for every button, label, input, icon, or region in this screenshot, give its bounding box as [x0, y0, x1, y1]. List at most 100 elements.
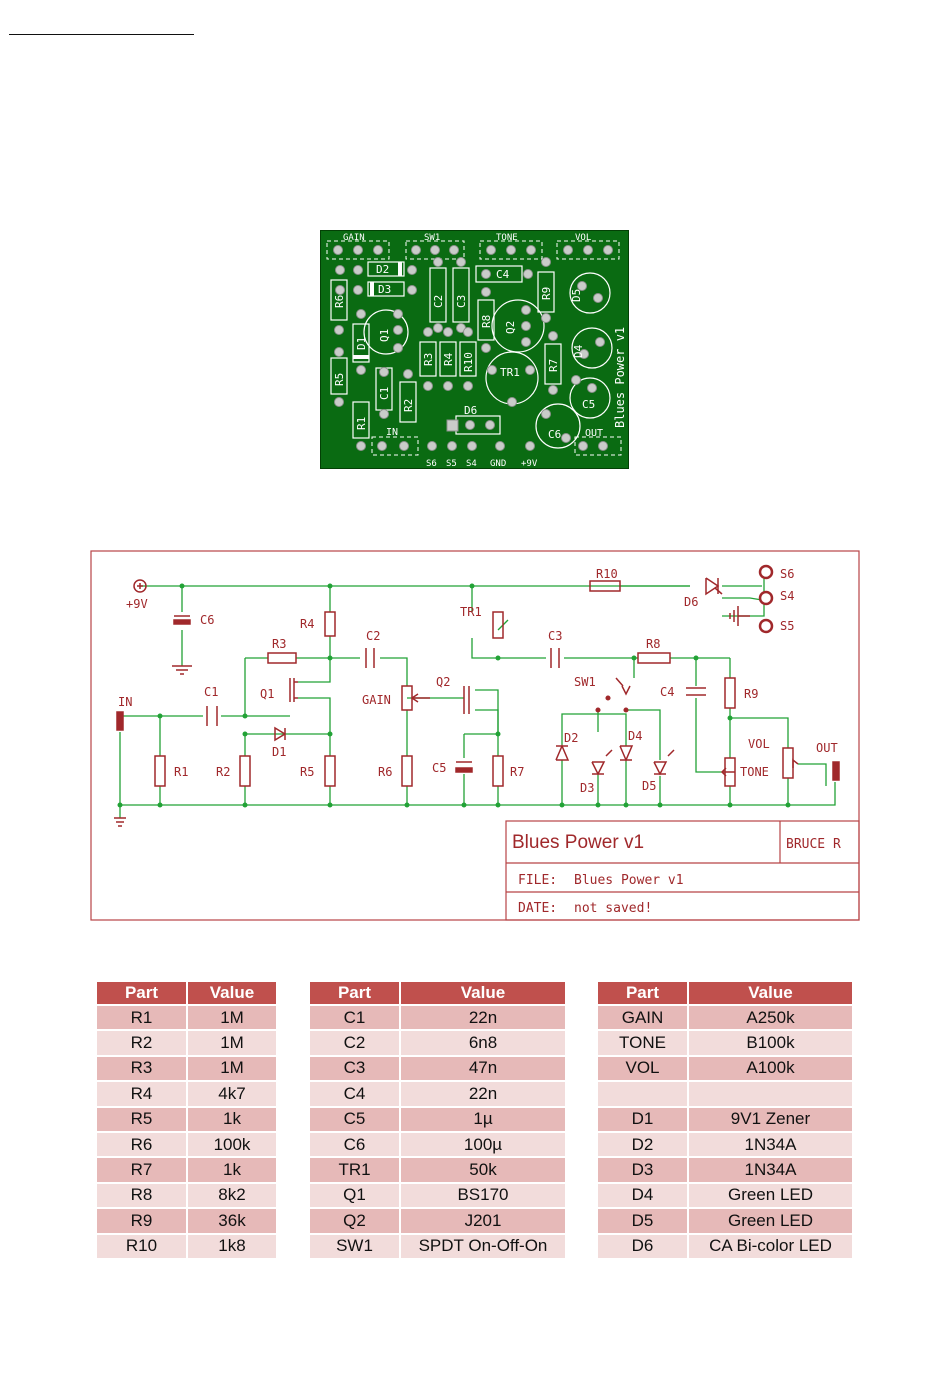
sch-label-r3: R3: [272, 637, 286, 651]
bom-value: 1µ: [401, 1107, 567, 1131]
bom-part: C4: [310, 1082, 401, 1106]
bom-part: C3: [310, 1056, 401, 1081]
bom-header-value: Value: [188, 982, 278, 1004]
bom-value: A250k: [689, 1006, 854, 1030]
pcb-board-title: Blues Power v1: [613, 327, 627, 428]
pcb-label-d3: D3: [378, 283, 391, 296]
pcb-label-vol: VOL: [575, 233, 591, 243]
sch-label-q2: Q2: [436, 675, 450, 689]
schematic-symbols: [114, 577, 840, 827]
bom-value: 6n8: [401, 1031, 567, 1055]
sch-label-q1: Q1: [260, 687, 274, 701]
bom-value: Green LED: [689, 1209, 854, 1233]
bom-part: D1: [598, 1107, 689, 1131]
bom-part: D5: [598, 1209, 689, 1233]
schematic-date-label: DATE:: [518, 901, 557, 916]
pcb-pad-9v: +9V: [521, 459, 538, 469]
sch-label-s5: S5: [780, 619, 794, 633]
pcb-labels: GAIN SW1 TONE VOL D2 D3 R6 D1 Q1 R5 C1 R…: [333, 233, 627, 469]
schematic-wires: [119, 572, 836, 818]
bom-value: SPDT On-Off-On: [401, 1234, 567, 1258]
bom-part: TONE: [598, 1031, 689, 1055]
pcb-label-r5: R5: [333, 373, 346, 386]
sch-label-d4: D4: [628, 729, 642, 743]
bom-value: [689, 1082, 854, 1106]
bom-part: R8: [97, 1183, 188, 1208]
bom-part: C1: [310, 1006, 401, 1030]
bom-part: D2: [598, 1132, 689, 1157]
schematic-file-label: FILE:: [518, 873, 557, 888]
sch-label-r8: R8: [646, 637, 660, 651]
sch-label-out: OUT: [816, 741, 838, 755]
bom-value: 1N34A: [689, 1158, 854, 1182]
pcb-label-q2: Q2: [504, 321, 517, 334]
sch-label-d6: D6: [684, 595, 698, 609]
bom-value: 9V1 Zener: [689, 1107, 854, 1131]
bom-value: 47n: [401, 1056, 567, 1081]
pcb-label-c1: C1: [378, 387, 391, 400]
sch-label-tone: TONE: [740, 765, 769, 779]
sch-label-c1: C1: [204, 685, 218, 699]
pcb-label-d4: D4: [572, 344, 585, 358]
pcb-label-q1: Q1: [378, 329, 391, 342]
pcb-label-c3: C3: [455, 295, 468, 308]
schematic-title: Blues Power v1: [512, 832, 644, 853]
pcb-diode-bands: [353, 262, 402, 359]
bom-part: D4: [598, 1183, 689, 1208]
sch-label-c4: C4: [660, 685, 674, 699]
bom-value: 100k: [188, 1132, 278, 1157]
sch-label-c5: C5: [432, 761, 446, 775]
bom-part: Q2: [310, 1209, 401, 1233]
bom-part: R3: [97, 1056, 188, 1081]
sch-label-r2: R2: [216, 765, 230, 779]
bom-value: 1k: [188, 1158, 278, 1182]
schematic-terminals: [758, 564, 774, 634]
sch-label-sw1: SW1: [574, 675, 596, 689]
bom-header-value: Value: [401, 982, 567, 1004]
bom-value: 22n: [401, 1082, 567, 1106]
bom-value: 1M: [188, 1056, 278, 1081]
bom-value: J201: [401, 1209, 567, 1233]
schematic-frame: [90, 550, 860, 921]
sch-label-d2: D2: [564, 731, 578, 745]
bom-part: [598, 1082, 689, 1106]
schematic-junctions: [117, 583, 791, 808]
pcb-label-r1: R1: [355, 417, 368, 430]
bom-part: C2: [310, 1031, 401, 1055]
bom-part: R2: [97, 1031, 188, 1055]
sch-label-9v: +9V: [126, 597, 148, 611]
pcb-label-c2: C2: [432, 295, 445, 308]
pcb-label-d2: D2: [376, 263, 389, 276]
pcb-pad-s5: S5: [446, 459, 457, 469]
bom-value: 1M: [188, 1031, 278, 1055]
pcb-label-r8: R8: [480, 315, 493, 328]
pcb-label-r7: R7: [547, 359, 560, 372]
sch-label-c6: C6: [200, 613, 214, 627]
bom-part: R9: [97, 1209, 188, 1233]
bom-value: 1k8: [188, 1234, 278, 1258]
pcb-label-r3: R3: [422, 353, 435, 366]
sch-label-d1: D1: [272, 745, 286, 759]
table-row: [598, 1082, 854, 1106]
sch-label-c2: C2: [366, 629, 380, 643]
pcb-label-r10: R10: [462, 352, 475, 372]
bom-header-part: Part: [310, 982, 401, 1004]
